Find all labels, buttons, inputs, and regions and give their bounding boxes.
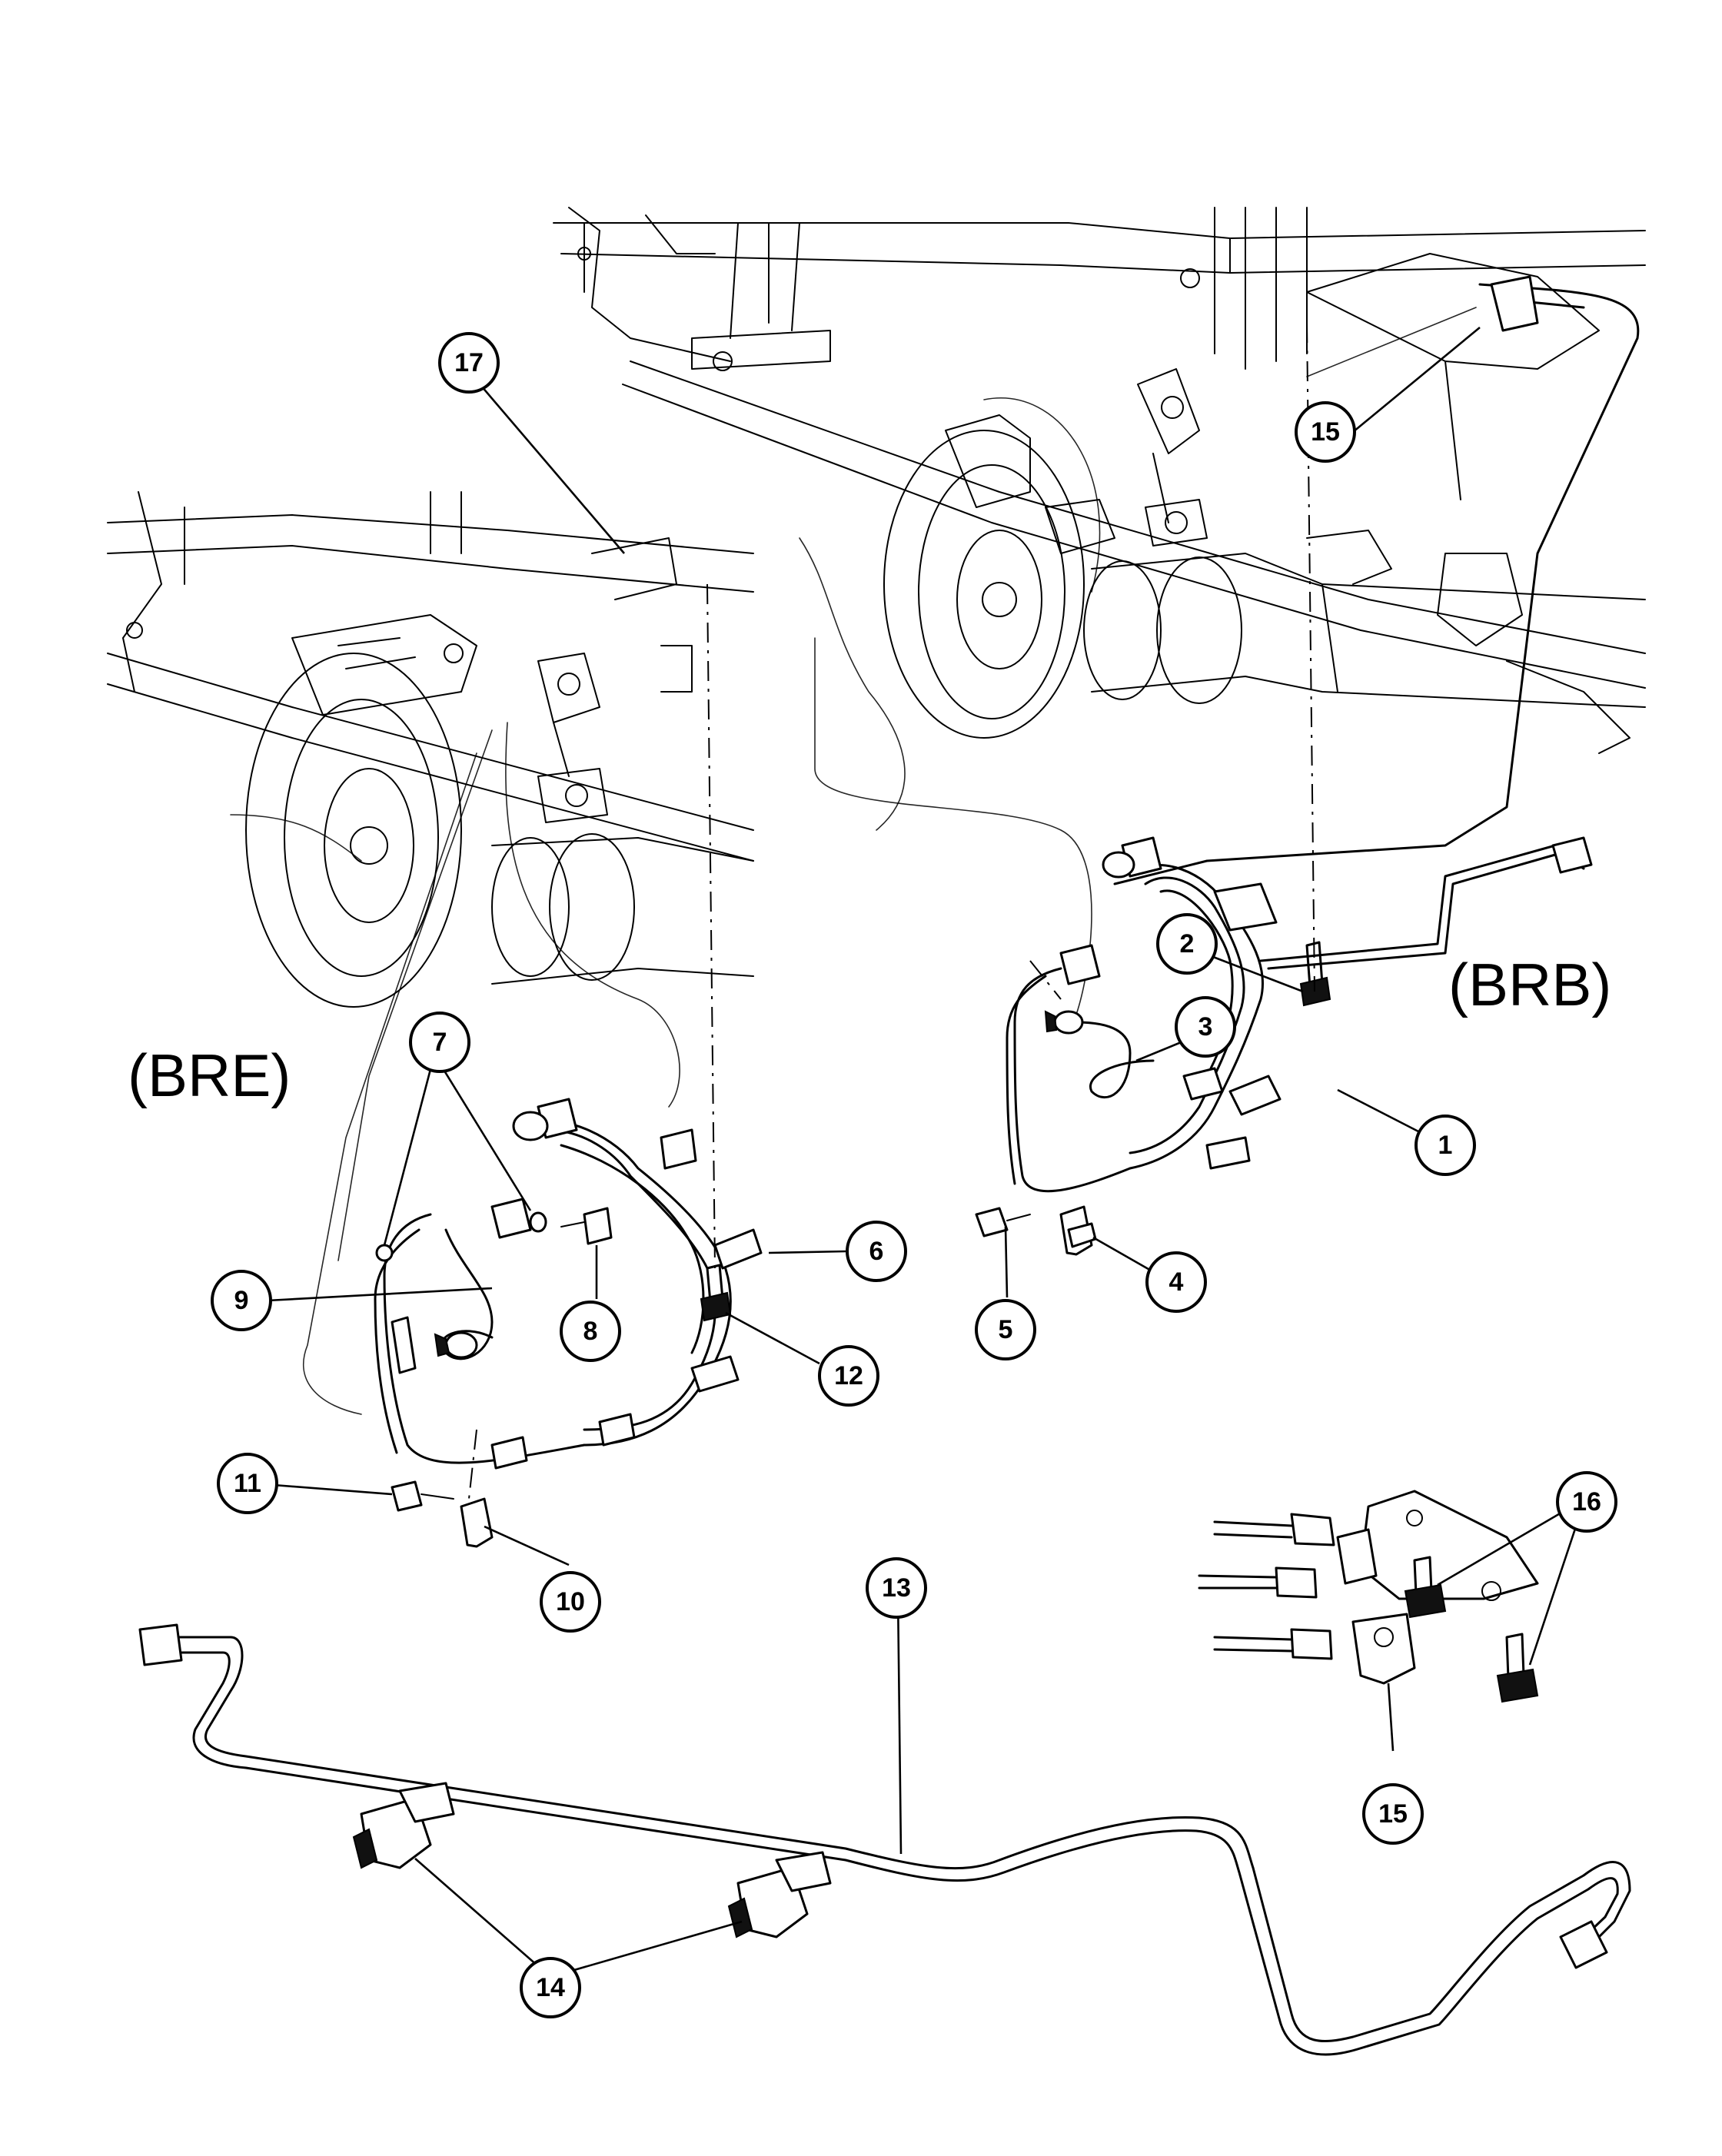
callout-2[interactable]: 2 bbox=[1156, 913, 1218, 975]
callout-label: 3 bbox=[1198, 1012, 1213, 1041]
callout-label: 11 bbox=[234, 1469, 261, 1498]
callout-label: 4 bbox=[1169, 1267, 1184, 1297]
callout-label: 10 bbox=[556, 1587, 585, 1616]
callout-3[interactable]: 3 bbox=[1175, 996, 1236, 1058]
callout-label: 8 bbox=[583, 1317, 598, 1346]
callout-10[interactable]: 10 bbox=[540, 1571, 601, 1633]
junction-block-detail bbox=[1198, 1490, 1539, 1703]
callout-label: 14 bbox=[536, 1973, 565, 2002]
brb-axle-assembly bbox=[553, 207, 1646, 1015]
callout-16[interactable]: 16 bbox=[1556, 1471, 1617, 1533]
callout-14[interactable]: 14 bbox=[520, 1957, 581, 2018]
callout-label: 7 bbox=[433, 1028, 447, 1057]
variant-label-brb: (BRB) bbox=[1448, 951, 1611, 1018]
callout-label: 17 bbox=[454, 348, 484, 377]
callout-label: 15 bbox=[1311, 417, 1340, 447]
tube-clip-right bbox=[727, 1851, 832, 1938]
bre-axle-assembly bbox=[107, 491, 754, 1415]
brake-tube-assembly bbox=[138, 1623, 1631, 2056]
callout-label: 9 bbox=[234, 1286, 249, 1315]
callout-9[interactable]: 9 bbox=[211, 1270, 272, 1331]
callout-1[interactable]: 1 bbox=[1414, 1115, 1476, 1176]
bre-hose-harness bbox=[374, 583, 763, 1548]
callout-7[interactable]: 7 bbox=[409, 1012, 470, 1073]
callout-5[interactable]: 5 bbox=[975, 1299, 1036, 1360]
callout-label: 13 bbox=[882, 1573, 911, 1603]
callout-label: 12 bbox=[834, 1361, 863, 1390]
callout-label: 5 bbox=[999, 1315, 1013, 1344]
variant-label-bre: (BRE) bbox=[128, 1041, 291, 1109]
callout-8[interactable]: 8 bbox=[560, 1301, 621, 1362]
callout-11[interactable]: 11 bbox=[217, 1453, 278, 1514]
callout-13[interactable]: 13 bbox=[866, 1557, 927, 1619]
callout-label: 1 bbox=[1438, 1131, 1453, 1160]
tube-clip-left bbox=[352, 1782, 455, 1869]
callout-4[interactable]: 4 bbox=[1145, 1251, 1207, 1313]
callout-label: 15 bbox=[1378, 1799, 1408, 1829]
leader-lines bbox=[267, 326, 1587, 1978]
callout-15-bottom[interactable]: 15 bbox=[1362, 1783, 1424, 1845]
brb-hose-harness bbox=[975, 322, 1593, 1256]
callout-label: 16 bbox=[1572, 1487, 1601, 1517]
callout-label: 2 bbox=[1180, 929, 1195, 958]
callout-15-top[interactable]: 15 bbox=[1295, 401, 1356, 463]
callout-17[interactable]: 17 bbox=[438, 332, 500, 394]
callout-12[interactable]: 12 bbox=[818, 1345, 879, 1407]
callout-label: 6 bbox=[869, 1237, 884, 1266]
callout-6[interactable]: 6 bbox=[846, 1221, 907, 1282]
